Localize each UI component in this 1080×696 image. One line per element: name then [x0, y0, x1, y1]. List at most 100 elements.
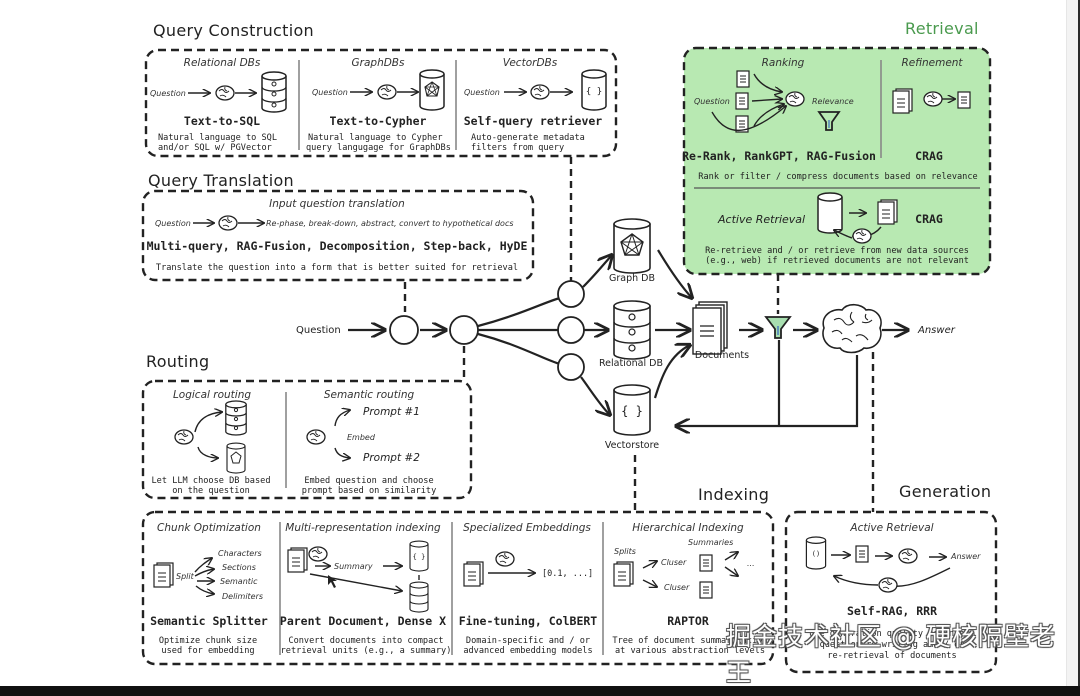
indexing-method: Parent Document, Dense X — [280, 614, 446, 628]
indexing-desc-line1: Convert documents into compact — [288, 636, 443, 646]
document-icon — [735, 92, 749, 110]
active-retrieval-label: Active Retrieval — [717, 213, 805, 226]
document-icon — [855, 545, 869, 563]
documents-icon — [613, 561, 634, 587]
brain-icon — [878, 577, 898, 593]
qc-header: GraphDBs — [352, 57, 405, 69]
document-icon — [957, 91, 971, 109]
indexing-title: Indexing — [698, 485, 769, 504]
logical-routing-desc-line1: Let LLM choose DB based — [152, 476, 271, 486]
indexing-method: Semantic Splitter — [150, 614, 268, 628]
refinement-methods: CRAG — [915, 149, 943, 163]
embedding-vector-label: [0.1, ...] — [542, 569, 593, 579]
indexing-hierarchical-column: Hierarchical Indexing Splits Summaries C… — [612, 522, 767, 656]
semantic-routing-desc-line1: Embed question and choose — [304, 476, 433, 486]
indexing-header: Multi-representation indexing — [285, 522, 441, 534]
summary-label: Summary — [334, 562, 373, 571]
vector-db-icon: () — [805, 536, 827, 570]
documents-icon — [287, 547, 308, 573]
query-construction-title: Query Construction — [153, 21, 314, 40]
svg-text:{ }: { } — [586, 87, 602, 97]
qc-vector-column: VectorDBs Question { } Self-query retrie… — [464, 57, 607, 153]
funnel-icon — [764, 316, 792, 339]
funnel-icon — [817, 111, 841, 131]
rag-diagram: Query Construction Relational DBs Questi… — [141, 19, 998, 674]
ellipsis-label: ... — [747, 559, 755, 568]
qc-graph-column: GraphDBs Question Text-to-Cypher Natural… — [306, 57, 451, 153]
indexing-desc-line1: Domain-specific and / or — [466, 636, 590, 646]
vertical-scrollbar[interactable] — [1066, 0, 1079, 686]
documents-icon — [877, 199, 898, 225]
window-edge — [1078, 0, 1080, 696]
documents-icon — [892, 88, 913, 114]
documents-label: Documents — [695, 350, 749, 361]
indexing-header: Hierarchical Indexing — [632, 522, 744, 534]
relational-db-label: Relational DB — [599, 358, 663, 369]
logical-routing-desc-line2: on the question — [172, 486, 250, 496]
qt-methods: Multi-query, RAG-Fusion, Decomposition, … — [147, 239, 528, 253]
bottom-bar — [0, 686, 1080, 696]
generation-header: Active Retrieval — [849, 522, 933, 534]
relational-db-icon — [261, 71, 287, 113]
splits-label: Splits — [614, 547, 636, 556]
retrieval-title: Retrieval — [905, 19, 979, 38]
qc-header: VectorDBs — [503, 57, 558, 69]
indexing-method: Fine-tuning, ColBERT — [459, 614, 598, 628]
qc-method: Text-to-Cypher — [330, 114, 427, 128]
active-retrieval-desc-line1: Re-retrieve and / or retrieve from new d… — [705, 246, 969, 256]
diagram-canvas: Query Construction Relational DBs Questi… — [141, 19, 998, 674]
indexing-multirep-column: Multi-representation indexing Summary { … — [280, 522, 451, 656]
document-icon — [736, 70, 750, 88]
qc-input-label: Question — [150, 89, 186, 98]
active-retrieval-methods: CRAG — [915, 212, 943, 226]
split-item: Characters — [218, 549, 262, 558]
brain-icon — [218, 215, 238, 231]
qt-header: Input question translation — [269, 198, 405, 210]
qc-method: Text-to-SQL — [184, 114, 260, 128]
refinement-header: Refinement — [901, 57, 963, 69]
qc-input-label: Question — [312, 88, 348, 97]
relational-db-icon — [613, 300, 651, 360]
answer-label: Answer — [917, 325, 956, 336]
vectorstore-icon: { } — [613, 384, 651, 436]
generation-title: Generation — [899, 482, 991, 501]
ranking-methods: Re-Rank, RankGPT, RAG-Fusion — [682, 149, 876, 163]
indexing-box — [141, 510, 775, 666]
watermark: 掘金技术社区 @ 硬核隔壁老王 — [726, 622, 1056, 687]
documents-icon — [153, 562, 174, 588]
indexing-header: Chunk Optimization — [157, 522, 261, 534]
summary-document-icon — [699, 581, 713, 599]
brain-icon — [852, 228, 872, 244]
flow-question-label: Question — [296, 325, 341, 336]
qt-desc: Translate the question into a form that … — [156, 263, 518, 273]
vector-db-icon: { } — [409, 540, 429, 572]
brain-icon — [377, 84, 397, 100]
indexing-desc-line2: at various abstraction levels — [615, 646, 765, 656]
query-translation-box — [141, 189, 535, 282]
brain-icon — [308, 546, 328, 562]
indexing-desc-line1: Optimize chunk size — [159, 636, 257, 646]
brain-icon — [530, 84, 550, 100]
generation-desc-line2: question re-writing and / or — [820, 640, 965, 650]
semantic-routing-header: Semantic routing — [324, 389, 415, 401]
ranking-header: Ranking — [762, 57, 805, 69]
indexing-embeddings-column: Specialized Embeddings [0.1, ...] Fine-t… — [459, 522, 598, 656]
qc-desc-line1: Auto-generate metadata — [471, 133, 585, 143]
brain-icon — [923, 91, 943, 107]
qc-header: Relational DBs — [184, 57, 261, 69]
graph-branch-node — [557, 280, 585, 308]
summaries-label: Summaries — [688, 538, 733, 547]
vector-db-icon: { } — [581, 69, 607, 111]
generation-methods: Self-RAG, RRR — [847, 604, 937, 618]
relational-db-icon — [409, 581, 429, 613]
indexing-chunk-column: Chunk Optimization Split Characters Sect… — [150, 522, 268, 656]
relational-branch-node — [557, 316, 585, 344]
documents-icon — [463, 561, 484, 587]
graph-db-icon — [226, 442, 246, 474]
svg-text:{ }: { } — [413, 553, 426, 561]
relational-db-icon — [225, 400, 247, 436]
query-translation-title: Query Translation — [148, 171, 294, 190]
vector-branch-node — [557, 353, 585, 381]
graph-db-label: Graph DB — [609, 273, 655, 284]
ranking-desc: Rank or filter / compress documents base… — [698, 172, 977, 182]
